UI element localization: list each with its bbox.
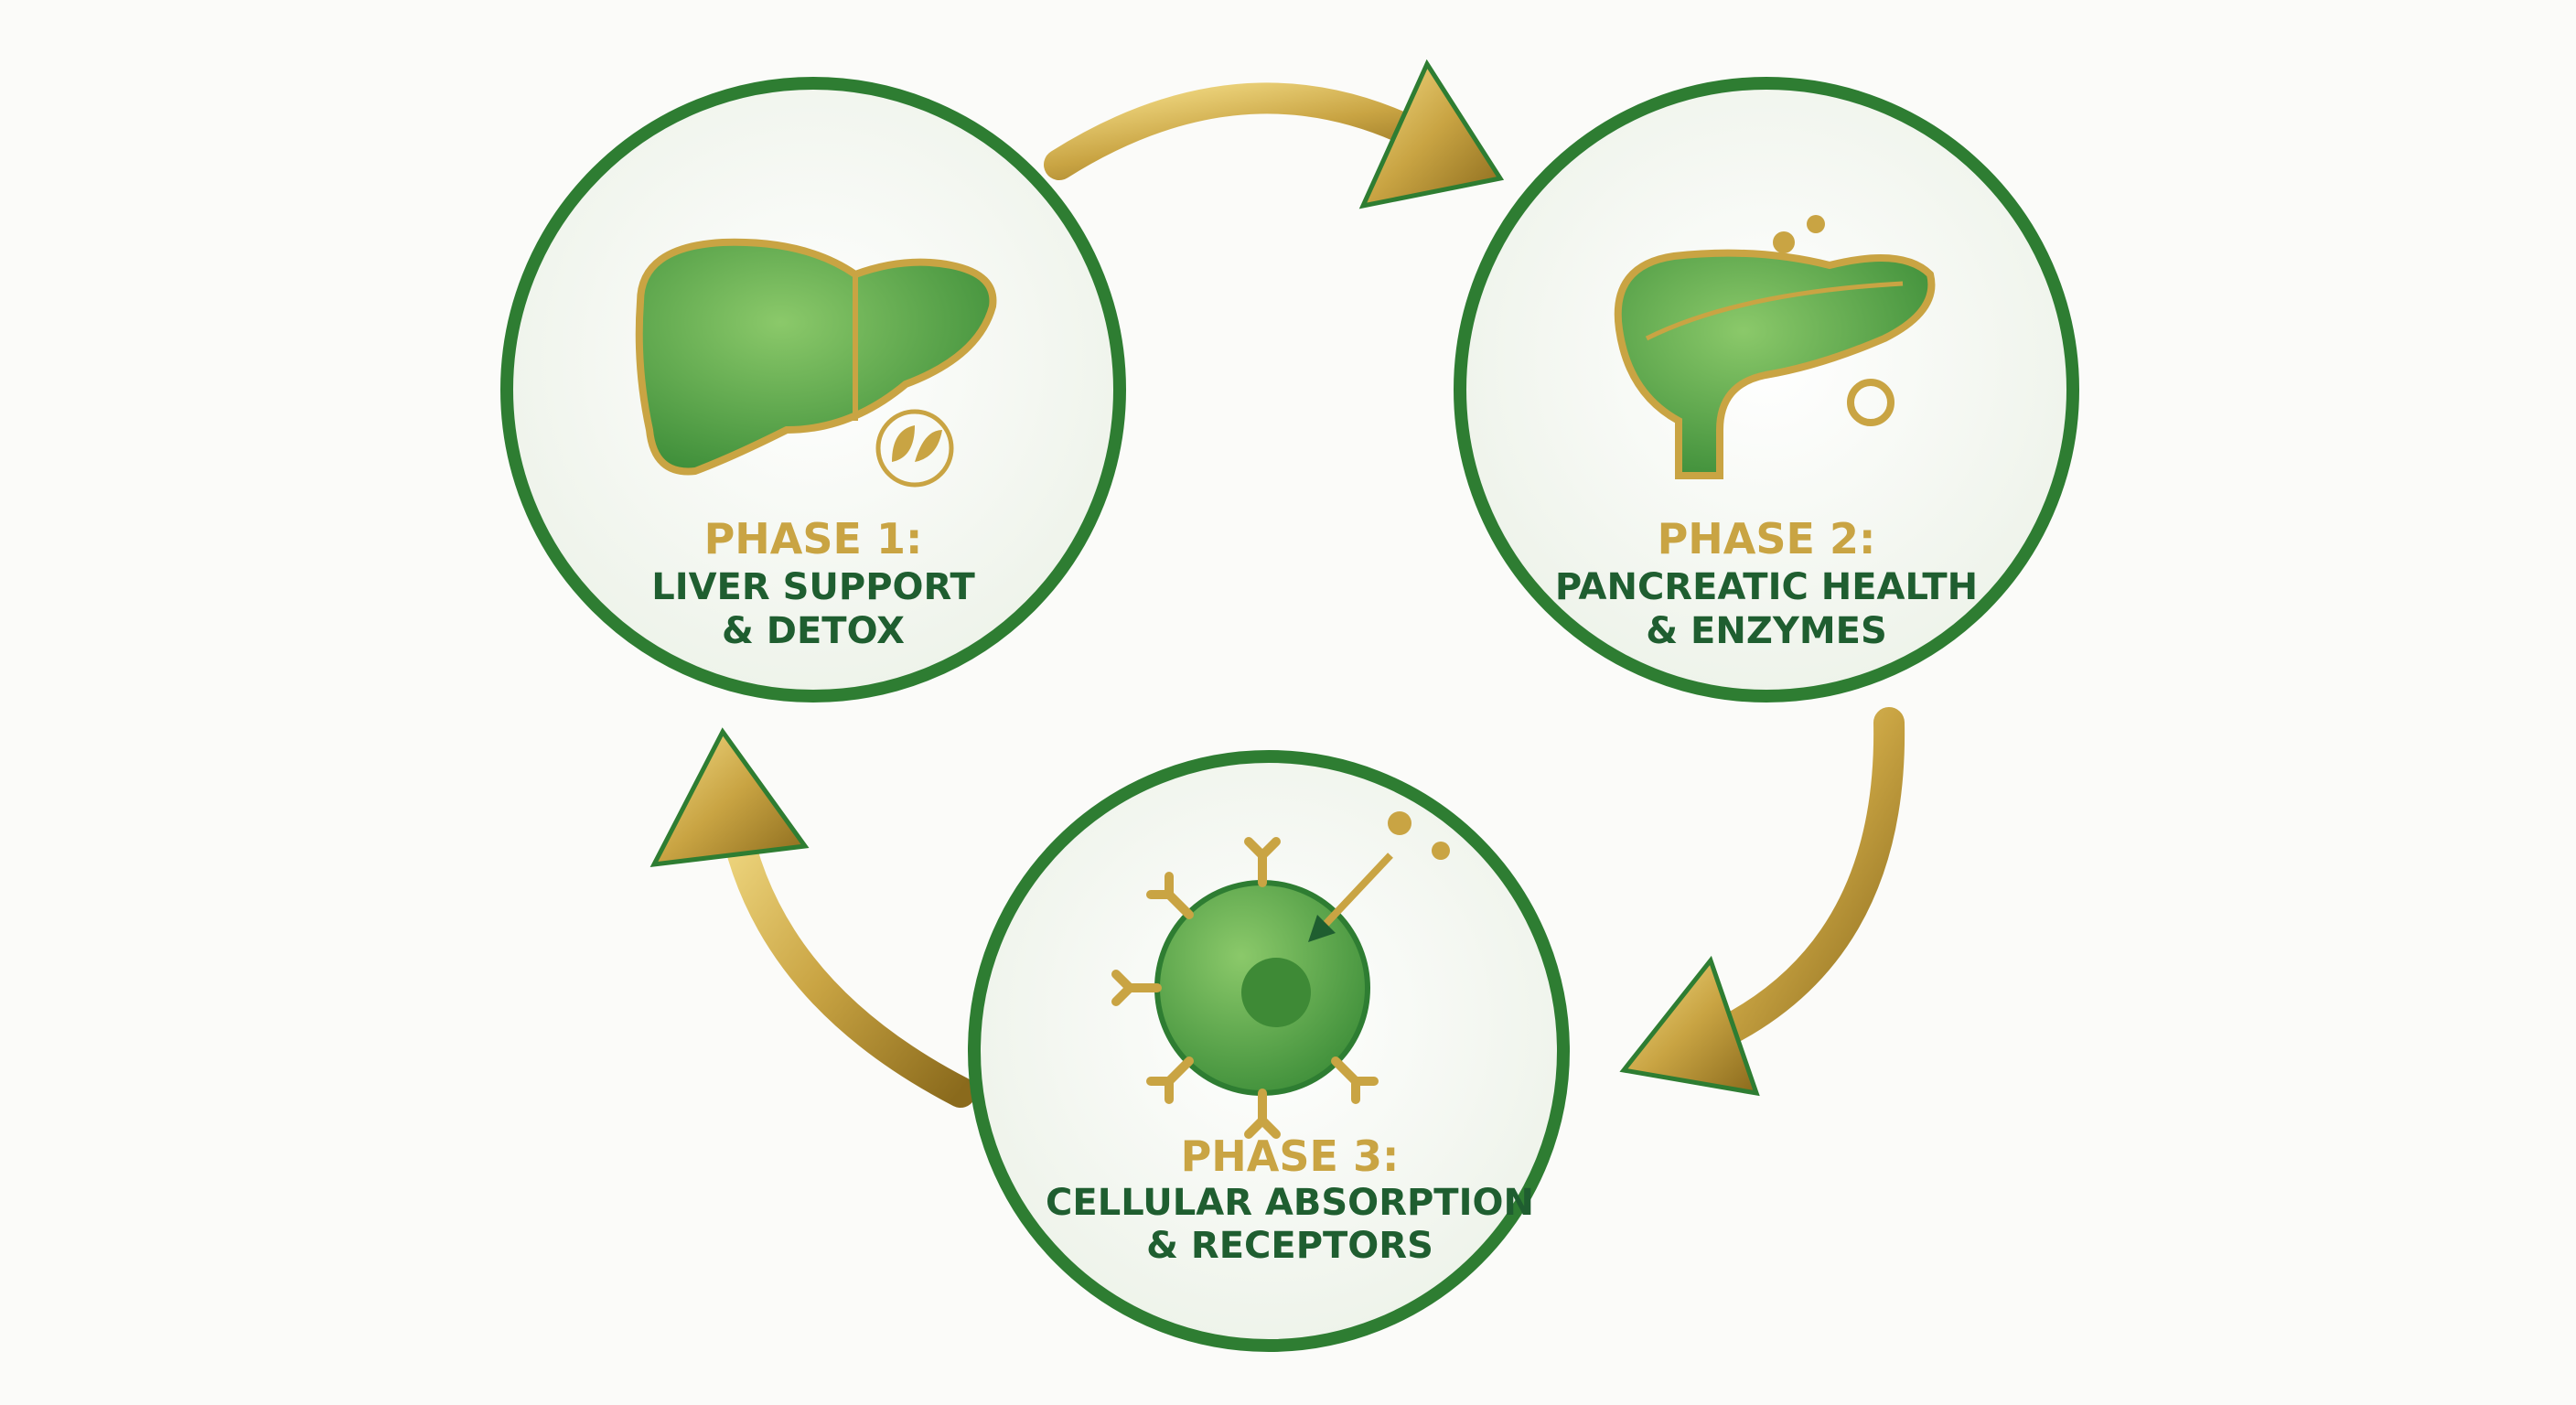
phase-2-title-line1: PANCREATIC HEALTH [1555,566,1978,608]
arrow-phase2-to-phase3 [1619,707,1905,1097]
cell-icon [1111,811,1450,1139]
phase-3-title-line2: & RECEPTORS [1146,1225,1433,1267]
phase-1-node: PHASE 1: LIVER SUPPORT & DETOX [500,77,1126,702]
arrow-phase1-to-phase2 [1044,59,1505,209]
phase-2-node: PHASE 2: PANCREATIC HEALTH & ENZYMES [1454,77,2079,702]
phase-2-title-line2: & ENZYMES [1646,610,1887,652]
phase-3-node: PHASE 3: CELLULAR ABSORPTION & RECEPTORS [968,750,1570,1352]
phase-1-title-line1: LIVER SUPPORT [651,566,975,608]
pancreas-icon [1614,215,1936,479]
phase-1-title-line2: & DETOX [722,610,905,652]
phase-2-heading: PHASE 2: [1658,514,1876,563]
phase-3-title-line1: CELLULAR ABSORPTION [1046,1182,1534,1224]
liver-icon [635,238,997,488]
phase-1-heading: PHASE 1: [704,514,923,563]
phase-3-heading: PHASE 3: [1181,1132,1400,1181]
arrow-phase3-to-phase1 [649,727,976,1108]
